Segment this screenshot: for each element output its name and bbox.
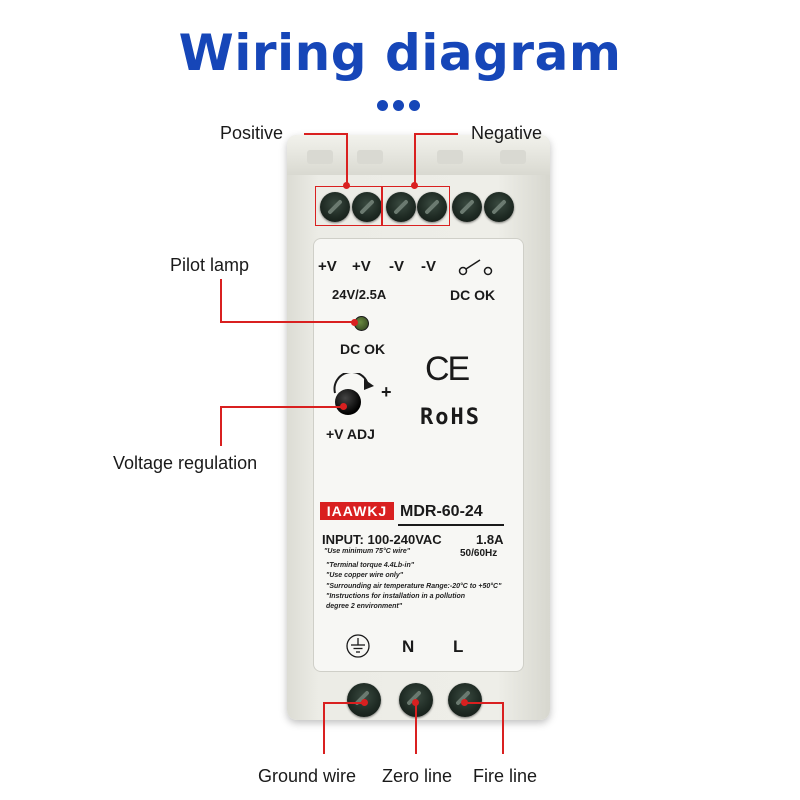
- ground-callout-line: [323, 702, 365, 704]
- live-terminal-label: L: [453, 637, 464, 656]
- positive-callout-dot: [343, 182, 350, 189]
- terminal-label-negative-2: -V: [421, 258, 436, 275]
- adjust-arrow-icon: [333, 373, 374, 394]
- ground-callout-dot: [361, 699, 368, 706]
- input-rating: INPUT: 100-240VAC: [322, 532, 442, 547]
- negative-callout-line: [414, 133, 416, 186]
- positive-callout-line: [304, 133, 348, 135]
- ground-wire-label: Ground wire: [258, 766, 357, 786]
- note-line-2: "Terminal torque 4.4Lb-in": [326, 562, 415, 569]
- ground-callout-line: [323, 702, 325, 754]
- fire-line-label: Fire line: [473, 766, 538, 786]
- device-clip: [437, 150, 463, 164]
- pilot-lamp-label-callout: Pilot lamp: [170, 255, 250, 275]
- voltage-callout-line: [220, 406, 342, 408]
- note-line-5: "Instructions for installation in a poll…: [326, 593, 466, 600]
- ground-symbol-icon: [346, 634, 370, 658]
- rohs-mark: RoHS: [420, 405, 481, 430]
- front-label-panel: [313, 238, 524, 672]
- pilot-lamp-label: DC OK: [340, 341, 386, 357]
- terminal-dc-ok-1: [452, 192, 482, 222]
- voltage-adjust-knob: [335, 389, 361, 415]
- negative-label: Negative: [471, 123, 543, 143]
- terminal-negative-2: [417, 192, 447, 222]
- positive-callout-line: [346, 133, 348, 186]
- zero-line-label: Zero line: [382, 766, 453, 786]
- note-line-3: "Use copper wire only": [326, 572, 404, 579]
- voltage-adjust-label: +V ADJ: [326, 426, 375, 442]
- positive-terminals-outline: [315, 186, 382, 226]
- model-underline: [398, 524, 504, 526]
- terminal-positive-2: [352, 192, 382, 222]
- terminal-label-negative-1: -V: [389, 258, 404, 275]
- voltage-callout-dot: [340, 403, 347, 410]
- fire-line-callout-line: [464, 702, 504, 704]
- dc-ok-relay-label: DC OK: [450, 287, 496, 303]
- voltage-callout-line: [220, 406, 222, 446]
- switch-symbol-icon: [458, 259, 493, 276]
- terminal-label-positive-1: +V: [318, 258, 337, 275]
- zero-line-callout-line: [415, 703, 417, 754]
- terminal-positive-1: [320, 192, 350, 222]
- model-number: MDR-60-24: [400, 503, 483, 520]
- brand-logo: IAAWKJ: [320, 502, 394, 520]
- terminal-label-positive-2: +V: [352, 258, 371, 275]
- fire-line-callout-line: [502, 702, 504, 754]
- zero-line-callout-dot: [412, 699, 419, 706]
- page-title: Wiring diagram: [178, 24, 622, 82]
- device-clip: [500, 150, 526, 164]
- negative-terminals-outline: [382, 186, 450, 226]
- note-line-6: degree 2 environment": [326, 603, 403, 610]
- ce-mark: CE: [425, 350, 470, 388]
- decorative-dots: [377, 100, 420, 111]
- adjust-plus-sign: +: [381, 382, 392, 402]
- note-line-1: "Use minimum 75°C wire": [324, 548, 411, 555]
- neutral-terminal-label: N: [402, 637, 415, 656]
- pilot-lamp-callout-line: [220, 279, 222, 323]
- pilot-lamp-callout-dot: [351, 319, 358, 326]
- device-clip: [357, 150, 383, 164]
- negative-callout-dot: [411, 182, 418, 189]
- input-current: 1.8A: [476, 532, 504, 547]
- fire-line-callout-dot: [461, 699, 468, 706]
- input-frequency: 50/60Hz: [460, 548, 498, 559]
- terminal-dc-ok-2: [484, 192, 514, 222]
- negative-callout-line: [414, 133, 458, 135]
- output-rating: 24V/2.5A: [332, 287, 387, 302]
- terminal-negative-1: [386, 192, 416, 222]
- pilot-lamp-callout-line: [220, 321, 354, 323]
- note-line-4: "Surrounding air temperature Range:-20°C…: [326, 583, 502, 590]
- positive-label: Positive: [220, 123, 284, 143]
- voltage-regulation-label: Voltage regulation: [113, 453, 258, 473]
- device-clip: [307, 150, 333, 164]
